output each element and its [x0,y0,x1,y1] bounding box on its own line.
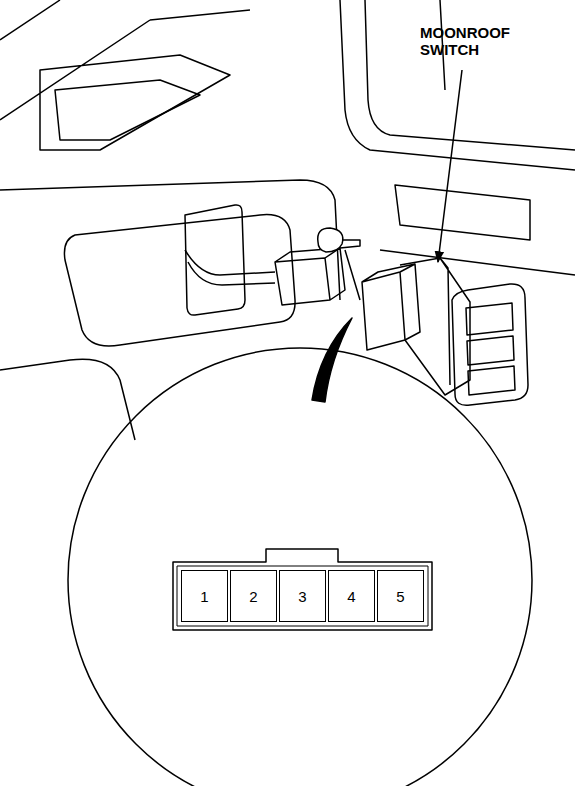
pin-cell: 1 [181,570,228,622]
console-slot [395,185,530,240]
pin-number: 3 [298,588,306,605]
lower-panel [0,180,340,440]
switch-body [400,258,470,395]
connector-face [173,549,432,630]
pin-cell: 2 [230,570,277,622]
zoom-circle [68,348,532,786]
leader-line [438,70,462,262]
bulb [318,228,360,252]
pin-cell: 5 [377,570,424,622]
panel-face [64,215,295,346]
switch-button-top [466,303,513,335]
pin-cell: 3 [279,570,326,622]
switch-connector [362,264,420,350]
center-console [340,0,575,170]
pin-cell: 4 [328,570,375,622]
pin-number: 4 [347,588,355,605]
switch-opening [185,205,245,315]
dash-panel [0,0,250,150]
harness-plug [275,248,345,305]
pin-number: 1 [200,588,208,605]
zoom-wedge [312,318,352,402]
pin-number: 2 [249,588,257,605]
connector-inner [177,566,428,626]
wire-harness [185,250,275,285]
pin-number: 5 [396,588,404,605]
switch-bezel [452,284,528,405]
switch-button-mid [467,336,514,365]
switch-button-bottom [468,366,515,395]
part-name: MOONROOF SWITCH [420,24,540,58]
dash-recess [55,80,200,140]
